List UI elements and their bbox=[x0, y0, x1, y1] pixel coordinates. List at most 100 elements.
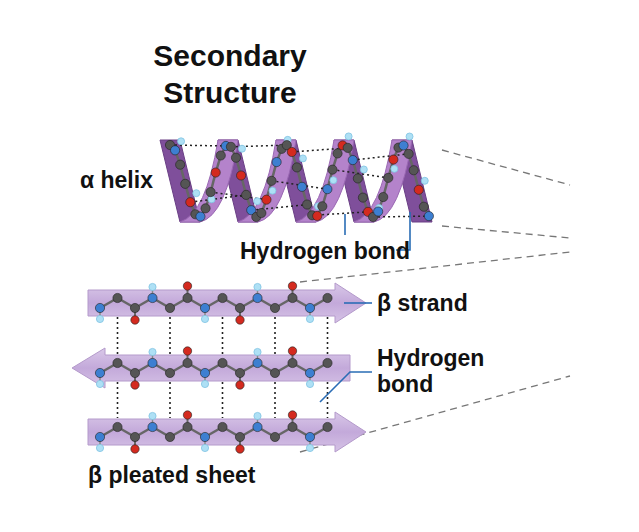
atom bbox=[348, 155, 357, 164]
hydrogen-atom bbox=[421, 177, 428, 184]
atom bbox=[218, 422, 227, 431]
atom bbox=[148, 293, 157, 302]
atom bbox=[270, 368, 279, 377]
atom bbox=[343, 143, 352, 152]
atom bbox=[218, 293, 227, 302]
structure-label: β pleated sheet bbox=[88, 462, 255, 488]
hydrogen-bond-dots bbox=[169, 317, 171, 354]
atom bbox=[148, 358, 157, 367]
zoom-line bbox=[442, 150, 570, 185]
atom bbox=[333, 149, 342, 158]
helix-front-band bbox=[354, 140, 412, 222]
oxygen-atom bbox=[183, 411, 191, 419]
hydrogen-bond-dots bbox=[327, 317, 329, 354]
hydrogen-atom bbox=[269, 187, 276, 194]
hydrogen-bond-dots bbox=[170, 144, 226, 146]
atom bbox=[257, 208, 266, 217]
atom bbox=[211, 168, 220, 177]
atom bbox=[253, 422, 262, 431]
alpha-helix-ribbon bbox=[160, 140, 432, 222]
helix-front-band bbox=[238, 140, 296, 222]
hydrogen-atom bbox=[306, 315, 313, 322]
atom bbox=[148, 422, 157, 431]
hydrogen-atom bbox=[149, 283, 156, 290]
atom bbox=[288, 422, 297, 431]
atom bbox=[409, 166, 418, 175]
helix-back-band bbox=[160, 140, 200, 222]
atom bbox=[165, 432, 174, 441]
atom bbox=[183, 422, 192, 431]
hydrogen-atom bbox=[406, 133, 413, 140]
atom bbox=[424, 211, 433, 220]
atom bbox=[414, 185, 423, 194]
hydrogen-atom bbox=[201, 315, 208, 322]
hydrogen-atom bbox=[299, 155, 306, 162]
hydrogen-bond-dots bbox=[274, 382, 276, 418]
hydrogen-bond-dots bbox=[373, 215, 429, 217]
hydrogen-bond-dots bbox=[222, 317, 224, 354]
hydrogen-atom bbox=[149, 412, 156, 419]
atom bbox=[113, 422, 122, 431]
leader-line bbox=[344, 214, 346, 235]
oxygen-atom bbox=[236, 381, 244, 389]
hydrogen-atom bbox=[254, 283, 261, 290]
hydrogen-atom bbox=[178, 138, 185, 145]
hydrogen-bond-dots bbox=[117, 382, 119, 418]
hydrogen-atom bbox=[306, 380, 313, 387]
atom bbox=[130, 432, 139, 441]
atom bbox=[200, 432, 209, 441]
atom bbox=[235, 432, 244, 441]
atom bbox=[95, 432, 104, 441]
atom bbox=[287, 147, 296, 156]
beta-strand-arrow bbox=[72, 348, 350, 388]
atom bbox=[95, 303, 104, 312]
atom bbox=[235, 303, 244, 312]
diagram-title: Secondary Structure bbox=[120, 37, 340, 111]
leader-line bbox=[320, 372, 372, 402]
beta-strand-arrow bbox=[88, 412, 366, 452]
atom bbox=[235, 368, 244, 377]
hydrogen-atom bbox=[254, 412, 261, 419]
oxygen-atom bbox=[183, 347, 191, 355]
hydrogen-atom bbox=[193, 190, 200, 197]
atom bbox=[267, 176, 276, 185]
atom bbox=[236, 171, 245, 180]
atom bbox=[323, 358, 332, 367]
atom bbox=[262, 195, 271, 204]
atom bbox=[297, 182, 306, 191]
atom bbox=[379, 192, 388, 201]
atom bbox=[399, 141, 408, 150]
atom bbox=[272, 157, 281, 166]
atom bbox=[288, 293, 297, 302]
atom bbox=[183, 293, 192, 302]
atom bbox=[165, 303, 174, 312]
oxygen-atom bbox=[131, 381, 139, 389]
atom bbox=[218, 358, 227, 367]
atom bbox=[323, 422, 332, 431]
atom bbox=[270, 303, 279, 312]
hydrogen-atom bbox=[239, 145, 246, 152]
atom bbox=[253, 358, 262, 367]
atom bbox=[113, 358, 122, 367]
atom bbox=[95, 368, 104, 377]
atom bbox=[181, 179, 190, 188]
atom bbox=[374, 207, 383, 216]
atom bbox=[170, 146, 179, 155]
atom bbox=[288, 358, 297, 367]
hydrogen-atom bbox=[96, 315, 103, 322]
structure-label: Hydrogen bond bbox=[240, 238, 410, 264]
hydrogen-atom bbox=[360, 166, 367, 173]
atom bbox=[253, 293, 262, 302]
hydrogen-bond-dots bbox=[117, 317, 119, 354]
atom bbox=[305, 432, 314, 441]
atom bbox=[176, 160, 185, 169]
oxygen-atom bbox=[131, 445, 139, 453]
hydrogen-atom bbox=[345, 133, 352, 140]
atom bbox=[130, 303, 139, 312]
helix-front-band bbox=[180, 140, 238, 222]
structure-label: α helix bbox=[80, 167, 153, 193]
zoom-line bbox=[442, 226, 570, 238]
hydrogen-atom bbox=[330, 177, 337, 184]
